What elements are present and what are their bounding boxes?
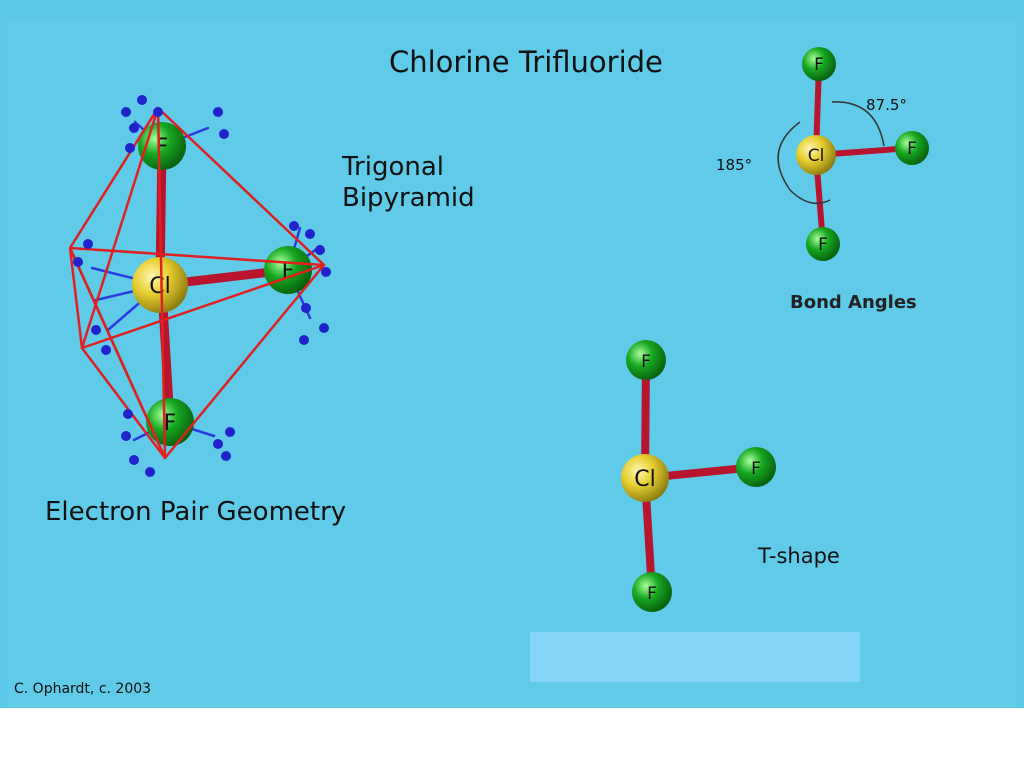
blank-box (530, 632, 860, 682)
electron-pair-label: Electron Pair Geometry (45, 497, 347, 527)
electron-pair-geometry-model: F F F Cl (68, 95, 331, 477)
angle-small-label: 87.5° (866, 96, 907, 114)
geometry-label-line2: Bipyramid (342, 183, 475, 213)
chlorine-atom (132, 257, 188, 313)
credit-text: C. Ophardt, c. 2003 (14, 681, 152, 697)
lone-pair-dots (73, 95, 331, 477)
bond-angles-fluorine-top (802, 47, 836, 81)
page-title: Chlorine Trifluoride (389, 45, 663, 79)
bond-angles-fluorine-right (895, 131, 929, 165)
t-shape-fluorine-top-label: F (641, 352, 651, 372)
bond-angles-fluorine-top-label: F (814, 55, 824, 75)
t-shape-fluorine-right-label: F (751, 459, 761, 479)
fluorine-atom-bottom (146, 398, 194, 446)
bond-angles-chlorine (796, 135, 836, 175)
shape-label: T-shape (758, 544, 840, 568)
bipyramid-outline (68, 106, 326, 460)
t-shape-fluorine-bottom (632, 572, 672, 612)
geometry-label-line1: Trigonal (342, 152, 445, 182)
diagram-canvas: F F F Cl (0, 0, 1024, 708)
angle-large-label: 185° (716, 156, 753, 174)
bond-angles-fluorine-bottom-label: F (818, 235, 828, 255)
bond-angles-label: Bond Angles (790, 292, 917, 313)
angle-arc-87-5 (831, 101, 885, 147)
angle-arc-185 (777, 121, 831, 205)
fluorine-label-bottom: F (164, 411, 177, 436)
t-shape-fluorine-bottom-label: F (647, 584, 657, 604)
t-shape-fluorine-top (626, 340, 666, 380)
bond-angles-chlorine-label: Cl (808, 146, 825, 166)
chlorine-label: Cl (149, 274, 170, 299)
t-shape-model: F F F Cl (621, 340, 776, 612)
t-shape-fluorine-right (736, 447, 776, 487)
bond-angles-model: F F F Cl (777, 47, 929, 261)
bond-angles-fluorine-right-label: F (907, 139, 917, 159)
bond-angles-fluorine-bottom (806, 227, 840, 261)
geometry-label: Trigonal Bipyramid (342, 152, 475, 214)
t-shape-chlorine-label: Cl (634, 467, 655, 492)
t-shape-chlorine (621, 454, 669, 502)
